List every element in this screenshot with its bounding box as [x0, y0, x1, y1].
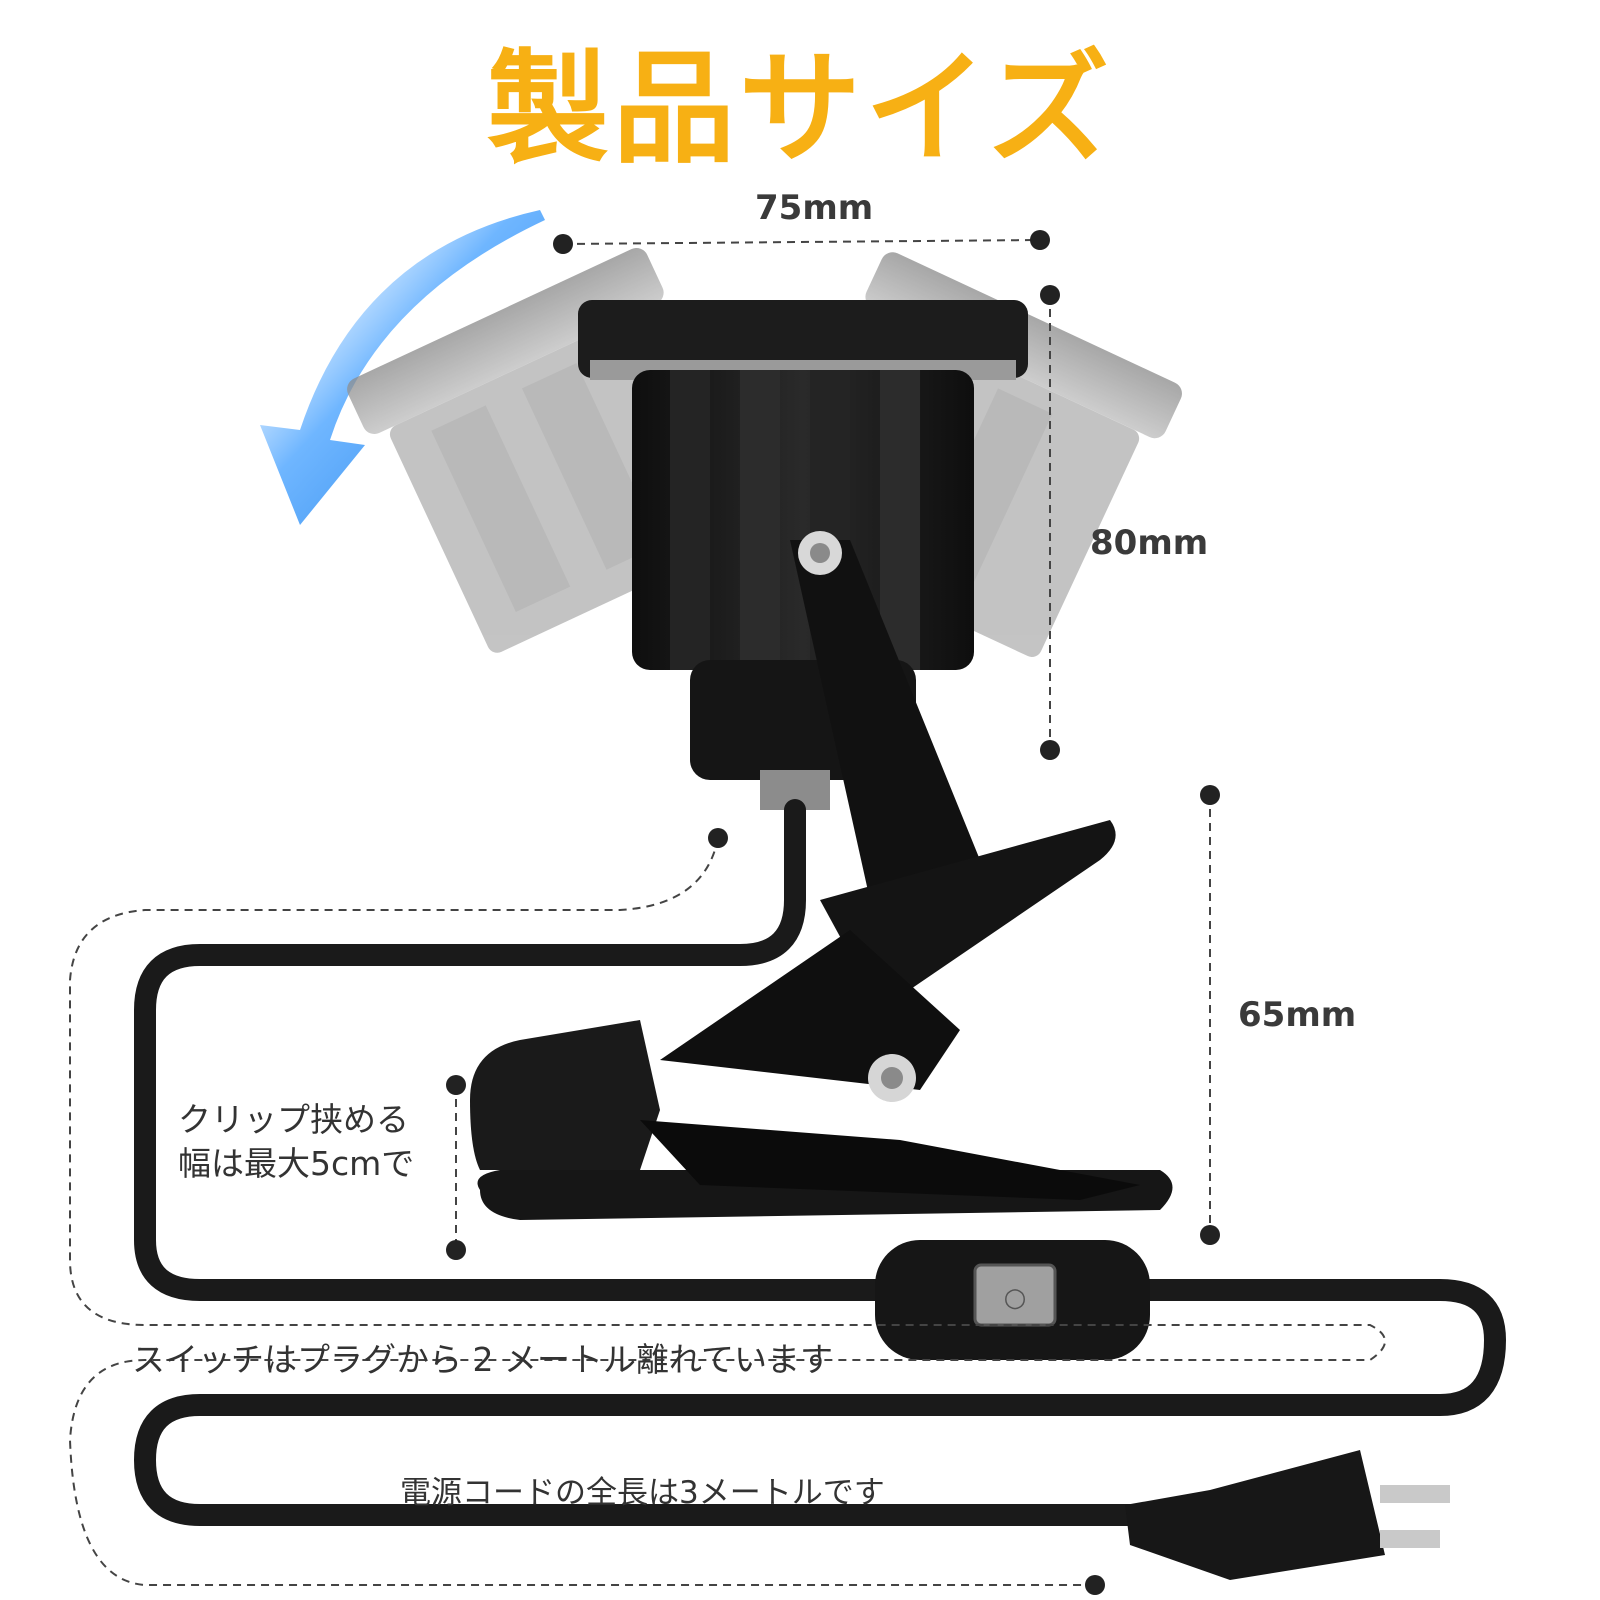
clip-width-note-line1: クリップ挟める: [178, 1100, 409, 1139]
power-cable: [134, 799, 1506, 1526]
switch-label: ○: [1004, 1283, 1027, 1313]
spring-clip: [470, 820, 1173, 1220]
dimension-lines: [68, 239, 1386, 1586]
head-height-dimension-label: 80mm: [1090, 523, 1209, 563]
width-dimension-label: 75mm: [755, 188, 874, 228]
inline-switch: ○: [875, 1240, 1150, 1360]
clip-height-dimension-label: 65mm: [1238, 995, 1357, 1035]
bracket-arm: [790, 531, 980, 900]
cord-length-note: 電源コードの全長は3メートルです: [400, 1475, 885, 1511]
dimension-dots: [446, 230, 1220, 1595]
page-title: 製品サイズ: [486, 38, 1114, 180]
rotation-arrow-icon: [260, 210, 545, 525]
clip-width-note-line2: 幅は最大5cmで: [178, 1144, 415, 1183]
power-plug: [1125, 1450, 1450, 1580]
switch-distance-note: スイッチはプラグから 2 メートル離れています: [132, 1340, 833, 1379]
clip-width-note: クリップ挟める 幅は最大5cmで: [178, 1098, 458, 1186]
